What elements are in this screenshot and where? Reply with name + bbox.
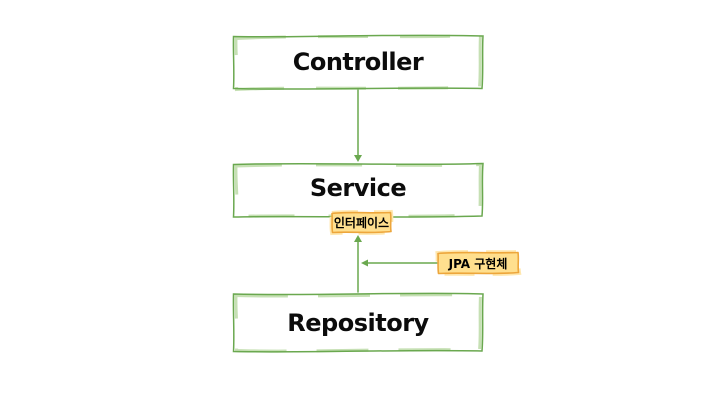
controller-box-label: Controller — [292, 48, 424, 76]
interface-tag-shape — [329, 209, 394, 236]
arrow-controller-to-service — [354, 89, 362, 162]
service-box-label: Service — [309, 174, 407, 202]
repository-box-label: Repository — [287, 308, 429, 337]
arrow-jpa-to-line — [361, 259, 438, 267]
jpa-tag-label: JPA 구현체 — [448, 256, 508, 271]
arrow-repository-to-service — [354, 235, 362, 293]
jpa-tag-shape — [435, 249, 522, 277]
interface-tag-label: 인터페이스 — [333, 215, 390, 230]
service-box-outline — [232, 162, 484, 218]
repository-box-outline — [232, 292, 484, 353]
controller-box-outline — [232, 34, 484, 90]
sketch-understrokes — [234, 33, 483, 353]
